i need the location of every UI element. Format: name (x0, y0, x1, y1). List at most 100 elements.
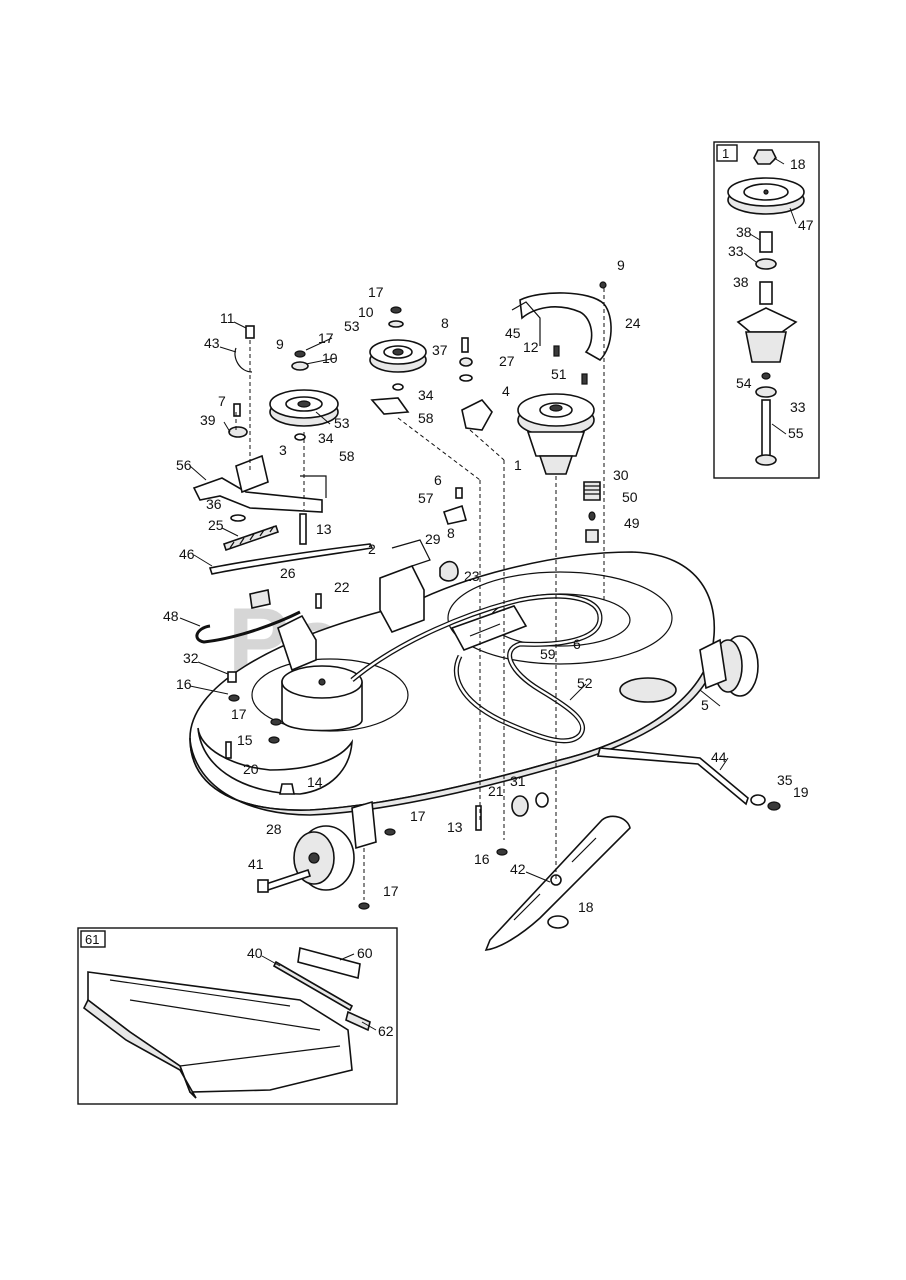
part-callout-17: 17 (231, 706, 247, 722)
part-callout-44: 44 (711, 749, 727, 765)
part-callout-10: 10 (358, 304, 374, 320)
part-callout-24: 24 (625, 315, 641, 331)
deck-stabilizer-rod (596, 747, 749, 806)
part-callout-42: 42 (510, 861, 526, 877)
inset-spindle-exploded: 1 (713, 141, 820, 479)
wheel-bolt-head (257, 879, 269, 893)
part-callout-16: 16 (176, 676, 192, 692)
part-callout-27: 27 (499, 353, 515, 369)
part-callout-17: 17 (318, 330, 334, 346)
part-callout-50: 50 (622, 489, 638, 505)
part-callout-20: 20 (243, 761, 259, 777)
inset-61-tag: 61 (85, 932, 99, 947)
part-callout-56: 56 (176, 457, 192, 473)
tension-spring (222, 524, 280, 552)
part-callout-46: 46 (179, 546, 195, 562)
mower-blade (484, 815, 631, 951)
part-callout-9: 9 (617, 257, 625, 273)
part-callout-59: 59 (540, 646, 556, 662)
front-hanger-bracket (450, 605, 528, 651)
part-callout-19: 19 (793, 784, 809, 800)
part-callout-17: 17 (410, 808, 426, 824)
part-callout-54: 54 (736, 375, 752, 391)
part-callout-13: 13 (447, 819, 463, 835)
part-callout-9: 9 (276, 336, 284, 352)
part-callout-31: 31 (510, 773, 526, 789)
part-callout-18: 18 (790, 156, 806, 172)
spindle-pulley-assembly (517, 393, 595, 475)
part-callout-47: 47 (798, 217, 814, 233)
part-callout-58: 58 (418, 410, 434, 426)
part-callout-38: 38 (736, 224, 752, 240)
part-callout-2: 2 (368, 541, 376, 557)
part-callout-52: 52 (577, 675, 593, 691)
deck-hanger-spring (249, 589, 271, 609)
part-callout-1: 1 (514, 457, 522, 473)
hook-rod (195, 610, 301, 644)
part-callout-41: 41 (248, 856, 264, 872)
part-callout-29: 29 (425, 531, 441, 547)
part-callout-21: 21 (488, 783, 504, 799)
part-callout-53: 53 (344, 318, 360, 334)
belt-cover (511, 292, 612, 361)
part-callout-25: 25 (208, 517, 224, 533)
part-callout-3: 3 (279, 442, 287, 458)
part-callout-33: 33 (790, 399, 806, 415)
part-callout-51: 51 (551, 366, 567, 382)
deck-rod (208, 543, 374, 575)
part-callout-45: 45 (505, 325, 521, 341)
part-callout-32: 32 (183, 650, 199, 666)
hardware-fasteners (225, 281, 781, 910)
part-callout-4: 4 (502, 383, 510, 399)
part-callout-39: 39 (200, 412, 216, 428)
part-callout-49: 49 (624, 515, 640, 531)
part-callout-34: 34 (318, 430, 334, 446)
part-callout-55: 55 (788, 425, 804, 441)
part-callout-34: 34 (418, 387, 434, 403)
part-callout-36: 36 (206, 496, 222, 512)
part-callout-40: 40 (247, 945, 263, 961)
part-callout-23: 23 (464, 568, 480, 584)
part-callout-7: 7 (218, 393, 226, 409)
part-callout-48: 48 (163, 608, 179, 624)
part-callout-28: 28 (266, 821, 282, 837)
part-callout-14: 14 (307, 774, 323, 790)
part-callout-30: 30 (613, 467, 629, 483)
belt-guide (379, 539, 431, 633)
deck-belt (350, 593, 603, 744)
part-callout-57: 57 (418, 490, 434, 506)
part-callout-53: 53 (334, 415, 350, 431)
part-callout-6: 6 (573, 636, 581, 652)
rear-bracket (277, 614, 317, 672)
part-callout-15: 15 (237, 732, 253, 748)
idler-bracket-upper (370, 397, 410, 415)
part-callout-35: 35 (777, 772, 793, 788)
idler-arm-assembly (192, 454, 327, 513)
part-callout-33: 33 (728, 243, 744, 259)
assembly-guide-lines (235, 288, 605, 900)
idler-pulley-left (269, 350, 339, 441)
part-callout-37: 37 (432, 342, 448, 358)
left-spindle-housing (281, 665, 363, 732)
part-callout-12: 12 (523, 339, 539, 355)
bracket-4 (461, 399, 493, 431)
part-callout-6: 6 (434, 472, 442, 488)
part-callout-8: 8 (441, 315, 449, 331)
inset-1-tag: 1 (722, 146, 729, 161)
part-callout-10: 10 (322, 350, 338, 366)
gauge-wheel-right (699, 635, 759, 697)
part-callout-8: 8 (447, 525, 455, 541)
part-callout-17: 17 (383, 883, 399, 899)
part-callout-38: 38 (733, 274, 749, 290)
inset-discharge-chute: 61 (77, 927, 398, 1105)
part-callout-13: 13 (316, 521, 332, 537)
part-callout-22: 22 (334, 579, 350, 595)
part-callout-58: 58 (339, 448, 355, 464)
part-callout-11: 11 (220, 310, 235, 326)
part-callout-60: 60 (357, 945, 373, 961)
part-callout-18: 18 (578, 899, 594, 915)
part-callout-17: 17 (368, 284, 384, 300)
part-callout-43: 43 (204, 335, 220, 351)
